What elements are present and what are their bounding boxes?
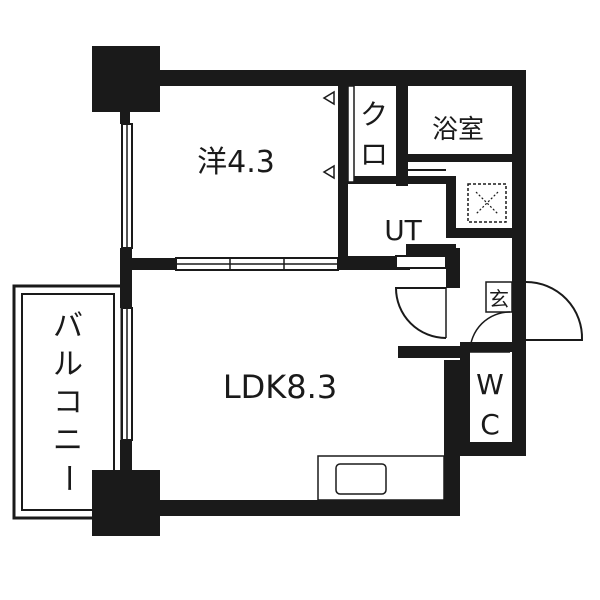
sliding-door-western [175, 257, 339, 271]
wall-ut-step [446, 176, 456, 238]
window-ldk [121, 307, 133, 441]
wall-wc-bottom [444, 442, 526, 456]
wall-wc-top [460, 342, 526, 352]
wall-ldk-top-right [338, 256, 410, 270]
wall-entrance-left [446, 248, 460, 288]
wall-ut-bottom [406, 244, 456, 256]
window-western [121, 123, 133, 249]
room-label-toilet-top: W [476, 368, 504, 401]
room-label-closet-top: ク [360, 98, 388, 131]
wall-ut-top [338, 176, 456, 184]
wall-left-mid [120, 248, 132, 308]
balcony-char-4: ニ [53, 423, 83, 458]
room-label-closet-bottom: ロ [360, 138, 388, 171]
ut-door [395, 255, 447, 269]
wall-right-upper [512, 70, 526, 248]
column-top-left [92, 46, 160, 112]
wall-wc-left [460, 352, 470, 448]
wall-bottom [120, 500, 460, 516]
washer-pan-icon [467, 183, 507, 223]
room-label-western: 洋4.3 [197, 145, 275, 180]
wall-entrance-bottom [398, 346, 460, 358]
balcony-inner-rail [21, 293, 115, 511]
wall-ldk-top-left [130, 258, 176, 270]
interior-walls [130, 84, 526, 448]
columns [92, 46, 160, 536]
column-bottom-left [92, 470, 160, 536]
closet-doors [322, 85, 355, 183]
balcony-char-3: コ [53, 385, 83, 420]
balcony-char-1: バ [53, 309, 83, 344]
kitchen-counter [317, 455, 445, 501]
wall-western-east [338, 84, 348, 260]
room-label-bath: 浴室 [432, 115, 484, 145]
wall-bottom-right-notch [444, 360, 460, 516]
wall-bath-bottom [408, 154, 514, 162]
room-label-ldk: LDK8.3 [223, 368, 337, 406]
wall-closet-east [396, 84, 408, 186]
room-label-utility: UT [384, 214, 422, 247]
balcony-char-5: ー [50, 463, 85, 493]
balcony-char-2: ル [53, 347, 83, 382]
wall-left-upper [120, 108, 130, 124]
entrance-box [485, 281, 513, 313]
front-door [525, 281, 584, 341]
room-label-entrance: 玄 [489, 287, 509, 311]
wall-ut-right-step [446, 228, 514, 238]
room-label-toilet-bottom: C [480, 408, 500, 441]
entrance-door-outer [394, 287, 447, 339]
wall-top [120, 70, 526, 86]
exterior-walls [120, 70, 526, 516]
